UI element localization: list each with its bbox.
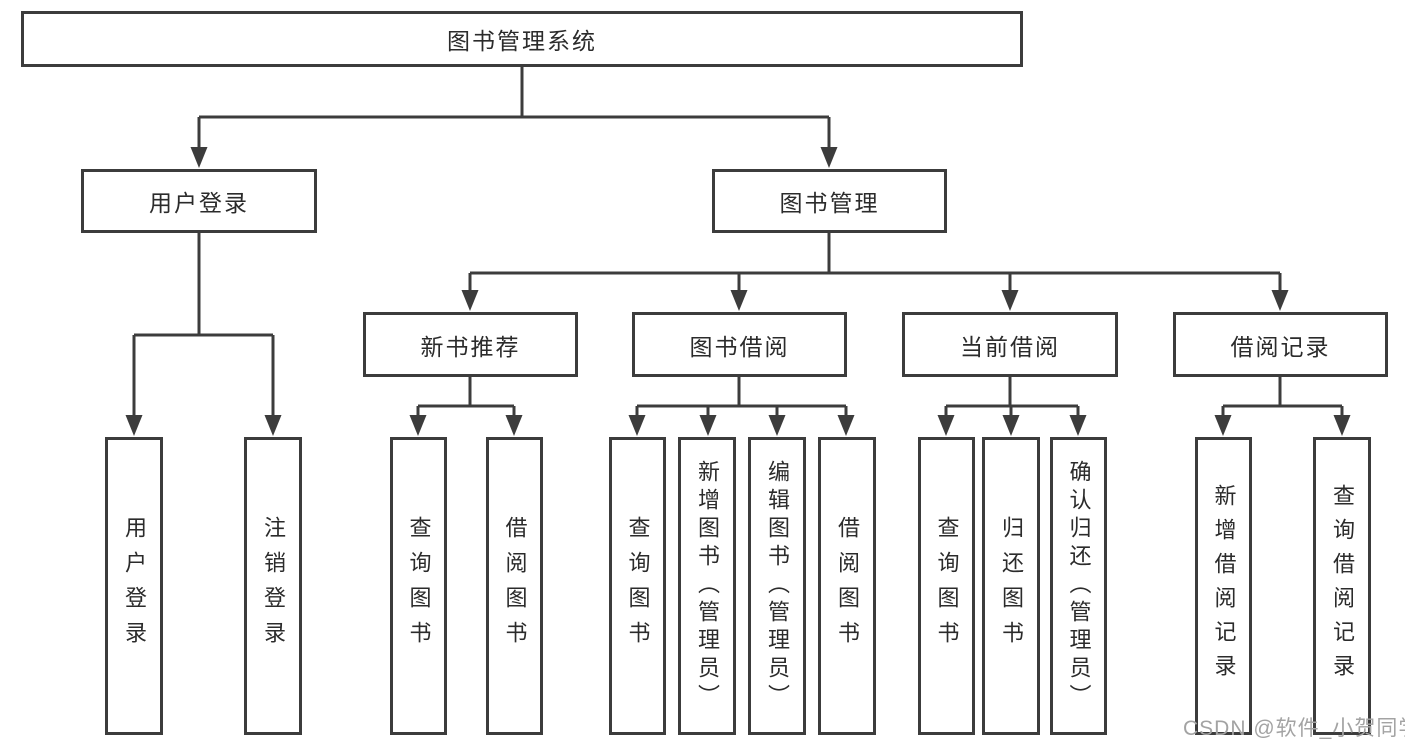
leaf-records-query-borrow-record: 查询借阅记录	[1313, 437, 1371, 735]
leaf-user-login: 用户登录	[105, 437, 163, 735]
leaf-borrow-borrow-books: 借阅图书	[818, 437, 876, 735]
leaf-logout: 注销登录	[244, 437, 302, 735]
node-current-borrow: 当前借阅	[902, 312, 1118, 377]
watermark: CSDN @软件_小贺同学	[1183, 717, 1405, 740]
edges-user-login-to-leaves	[125, 232, 282, 436]
node-book-borrow: 图书借阅	[632, 312, 847, 377]
edges-new-book-recommend-to-leaves	[409, 377, 523, 436]
leaf-borrow-edit-books-admin: 编辑图书（管理员）	[748, 437, 806, 735]
leaf-recommend-borrow-books: 借阅图书	[486, 437, 543, 735]
node-library-management-system: 图书管理系统	[21, 11, 1023, 67]
node-borrow-records: 借阅记录	[1173, 312, 1388, 377]
leaf-current-query-books: 查询图书	[918, 437, 975, 735]
leaf-borrow-query-books: 查询图书	[609, 437, 666, 735]
edges-borrow-records-to-leaves	[1214, 377, 1351, 436]
edges-book-borrow-to-leaves	[628, 377, 855, 436]
node-user-login: 用户登录	[81, 169, 317, 233]
edges-book-management-to-level3	[461, 233, 1289, 311]
node-book-management: 图书管理	[712, 169, 947, 233]
leaf-current-confirm-return-admin: 确认归还（管理员）	[1050, 437, 1107, 735]
edges-root-to-level2	[190, 67, 838, 168]
node-new-book-recommend: 新书推荐	[363, 312, 578, 377]
leaf-records-add-borrow-record: 新增借阅记录	[1195, 437, 1252, 735]
leaf-borrow-add-books-admin: 新增图书（管理员）	[678, 437, 736, 735]
leaf-recommend-query-books: 查询图书	[390, 437, 447, 735]
edges-current-borrow-to-leaves	[937, 377, 1087, 436]
leaf-current-return-books: 归还图书	[982, 437, 1040, 735]
